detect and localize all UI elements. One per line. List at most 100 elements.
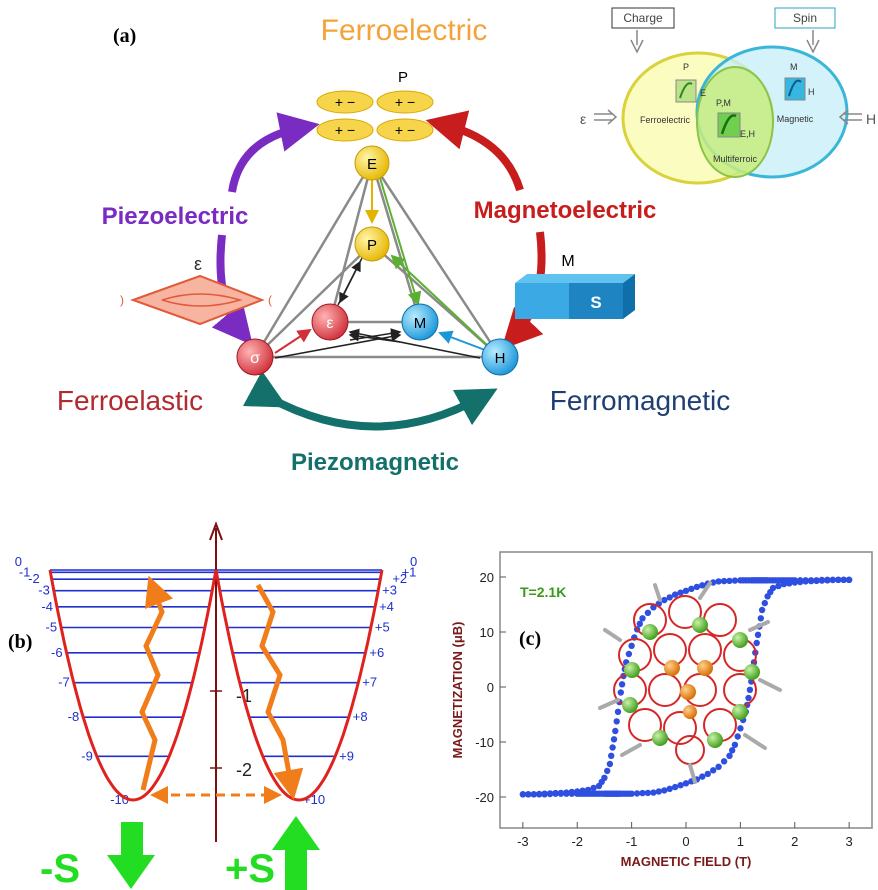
level-label-left: -7 bbox=[58, 675, 70, 690]
level-label-right: +2 bbox=[392, 571, 407, 586]
level-label-left: -8 bbox=[68, 709, 80, 724]
level-label-right: +4 bbox=[379, 599, 394, 614]
data-point bbox=[761, 599, 768, 607]
data-point bbox=[552, 790, 559, 797]
data-point bbox=[677, 782, 684, 789]
x-tick-label: -1 bbox=[626, 834, 638, 849]
data-point bbox=[726, 752, 733, 759]
data-point bbox=[753, 639, 760, 647]
data-point bbox=[802, 578, 809, 585]
data-point bbox=[661, 596, 668, 604]
data-point bbox=[688, 585, 695, 592]
level-label-right: +7 bbox=[362, 675, 377, 690]
data-point bbox=[731, 577, 739, 584]
x-tick-label: -3 bbox=[517, 834, 529, 849]
svg-text:S: S bbox=[590, 293, 601, 312]
level-label-left: -5 bbox=[46, 620, 58, 635]
magnet-label: M bbox=[561, 253, 574, 270]
data-point bbox=[835, 576, 842, 583]
data-point bbox=[604, 767, 611, 775]
data-point bbox=[840, 576, 847, 583]
data-point bbox=[682, 587, 690, 594]
panel-b-label: (b) bbox=[8, 631, 32, 653]
svg-text:M: M bbox=[790, 62, 798, 72]
data-point bbox=[546, 790, 554, 798]
level-label-right: +9 bbox=[339, 748, 354, 763]
data-point bbox=[610, 736, 618, 743]
magnet-icon: S bbox=[515, 274, 635, 319]
svg-text:Multiferroic: Multiferroic bbox=[713, 154, 758, 164]
level-label-right: +6 bbox=[369, 645, 384, 660]
data-point bbox=[845, 576, 853, 583]
data-point bbox=[530, 791, 537, 798]
svg-text:P: P bbox=[683, 62, 689, 72]
data-point bbox=[519, 791, 527, 798]
data-point bbox=[582, 790, 589, 797]
data-point bbox=[818, 577, 826, 584]
data-point bbox=[625, 790, 633, 797]
polarization-label: P bbox=[398, 69, 408, 86]
data-point bbox=[726, 577, 733, 585]
spin-label: Spin bbox=[793, 11, 817, 25]
piezomagnetic-arrow bbox=[242, 370, 498, 431]
data-point bbox=[671, 591, 679, 598]
svg-text:σ: σ bbox=[250, 350, 260, 367]
data-point bbox=[731, 741, 739, 748]
level-label-left: 0 bbox=[15, 554, 22, 569]
data-point bbox=[791, 579, 798, 586]
data-point bbox=[618, 681, 626, 688]
data-point bbox=[557, 790, 565, 797]
data-point bbox=[639, 615, 646, 622]
multiferroic-venn: Charge Spin P E M H P,M E,H Ferroelectri… bbox=[580, 7, 876, 185]
level-label-right: +8 bbox=[353, 709, 368, 724]
data-point bbox=[614, 708, 622, 715]
data-point bbox=[767, 577, 774, 584]
data-point bbox=[734, 733, 741, 740]
level-label-right: +5 bbox=[375, 620, 390, 635]
level-label-right: 0 bbox=[410, 554, 417, 569]
data-point bbox=[757, 615, 764, 622]
svg-text:): ) bbox=[120, 293, 124, 307]
panel-c-label: (c) bbox=[519, 628, 541, 650]
node-sigma: σ bbox=[236, 338, 274, 376]
y-tick-label: -10 bbox=[475, 735, 494, 750]
svg-text:E: E bbox=[700, 88, 706, 98]
data-point bbox=[541, 791, 548, 798]
dipole: + − bbox=[376, 118, 434, 142]
dipole-grid: + − + − + − + − bbox=[316, 90, 434, 142]
data-point bbox=[682, 780, 690, 787]
data-point bbox=[715, 763, 722, 770]
svg-text:Magnetic: Magnetic bbox=[777, 114, 814, 124]
dipole: + − bbox=[316, 90, 374, 114]
svg-text:(: ( bbox=[268, 293, 272, 307]
svg-text:+ −: + − bbox=[335, 122, 355, 138]
charge-label: Charge bbox=[623, 11, 663, 25]
strain-label: ε bbox=[194, 254, 202, 274]
data-point bbox=[568, 790, 575, 797]
data-point bbox=[655, 788, 662, 795]
data-point bbox=[745, 694, 752, 702]
axis-tick-2: -2 bbox=[236, 760, 252, 780]
node-p: P bbox=[354, 226, 390, 262]
spin-transition-arrows bbox=[139, 575, 304, 800]
data-point bbox=[644, 789, 652, 797]
svg-text:E: E bbox=[367, 156, 377, 173]
data-point bbox=[720, 577, 728, 585]
dipole: + − bbox=[316, 118, 374, 142]
data-point bbox=[536, 791, 543, 798]
data-point bbox=[704, 770, 711, 778]
spin-minus-label: -S bbox=[40, 847, 80, 890]
ferroelectric-title: Ferroelectric bbox=[321, 14, 488, 47]
data-point bbox=[644, 609, 652, 616]
level-label-left: -2 bbox=[28, 571, 40, 586]
data-point bbox=[628, 642, 635, 649]
data-point bbox=[824, 577, 831, 584]
data-point bbox=[593, 790, 600, 797]
x-tick-label: -2 bbox=[571, 834, 583, 849]
dipole: + − bbox=[376, 90, 434, 114]
data-point bbox=[677, 589, 684, 596]
level-label-left: -4 bbox=[41, 599, 53, 614]
